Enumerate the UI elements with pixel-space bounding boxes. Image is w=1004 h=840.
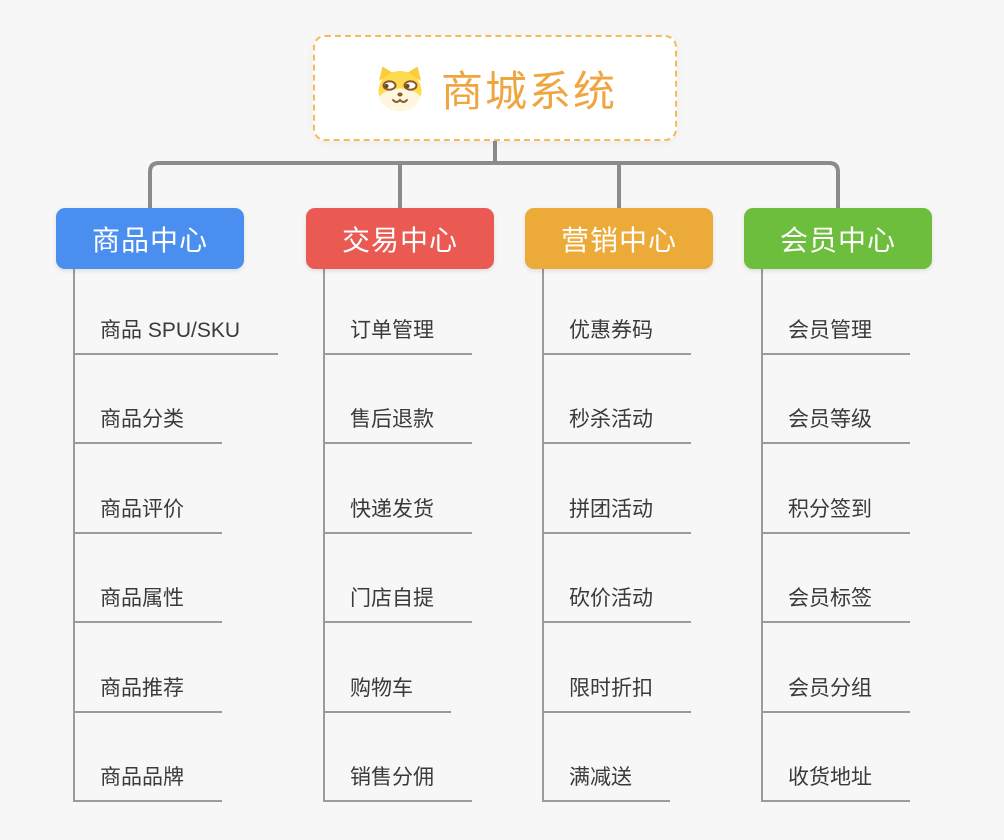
root-title: 商城系统 [440, 67, 617, 115]
leaf-node[interactable]: 订单管理 [323, 316, 472, 355]
leaf-node[interactable]: 会员等级 [761, 405, 910, 444]
root-node[interactable]: 商城系统 [313, 35, 677, 141]
leaf-node[interactable]: 积分签到 [761, 495, 910, 534]
leaf-node[interactable]: 会员管理 [761, 316, 910, 355]
branch-header-trade[interactable]: 交易中心 [306, 208, 494, 269]
dog-face-icon [378, 66, 422, 111]
leaf-node[interactable]: 会员标签 [761, 584, 910, 623]
leaf-node[interactable]: 销售分佣 [323, 763, 472, 802]
leaf-node[interactable]: 门店自提 [323, 584, 472, 623]
leaf-node[interactable]: 购物车 [323, 674, 451, 713]
leaf-node[interactable]: 快递发货 [323, 495, 472, 534]
leaf-node[interactable]: 砍价活动 [542, 584, 691, 623]
leaf-node[interactable]: 满减送 [542, 763, 670, 802]
leaf-node[interactable]: 商品 SPU/SKU [73, 316, 279, 355]
leaf-node[interactable]: 售后退款 [323, 405, 472, 444]
leaf-node[interactable]: 商品推荐 [73, 674, 222, 713]
branch-header-members[interactable]: 会员中心 [744, 208, 932, 269]
leaf-node[interactable]: 收货地址 [761, 763, 910, 802]
leaf-node[interactable]: 拼团活动 [542, 495, 691, 534]
leaf-node[interactable]: 会员分组 [761, 674, 910, 713]
leaf-node[interactable]: 优惠券码 [542, 316, 691, 355]
leaf-node[interactable]: 限时折扣 [542, 674, 691, 713]
leaf-node[interactable]: 商品评价 [73, 495, 222, 534]
leaf-node[interactable]: 秒杀活动 [542, 405, 691, 444]
branch-header-products[interactable]: 商品中心 [56, 208, 244, 269]
leaf-node[interactable]: 商品分类 [73, 405, 222, 444]
branch-spine-line [73, 269, 75, 802]
branch-header-marketing[interactable]: 营销中心 [525, 208, 713, 269]
branch-spine-line [323, 269, 325, 802]
branch-spine-line [542, 269, 544, 802]
leaf-node[interactable]: 商品品牌 [73, 763, 222, 802]
leaf-node[interactable]: 商品属性 [73, 584, 222, 623]
branch-spine-line [761, 269, 763, 802]
branch-bus-line [148, 161, 840, 209]
